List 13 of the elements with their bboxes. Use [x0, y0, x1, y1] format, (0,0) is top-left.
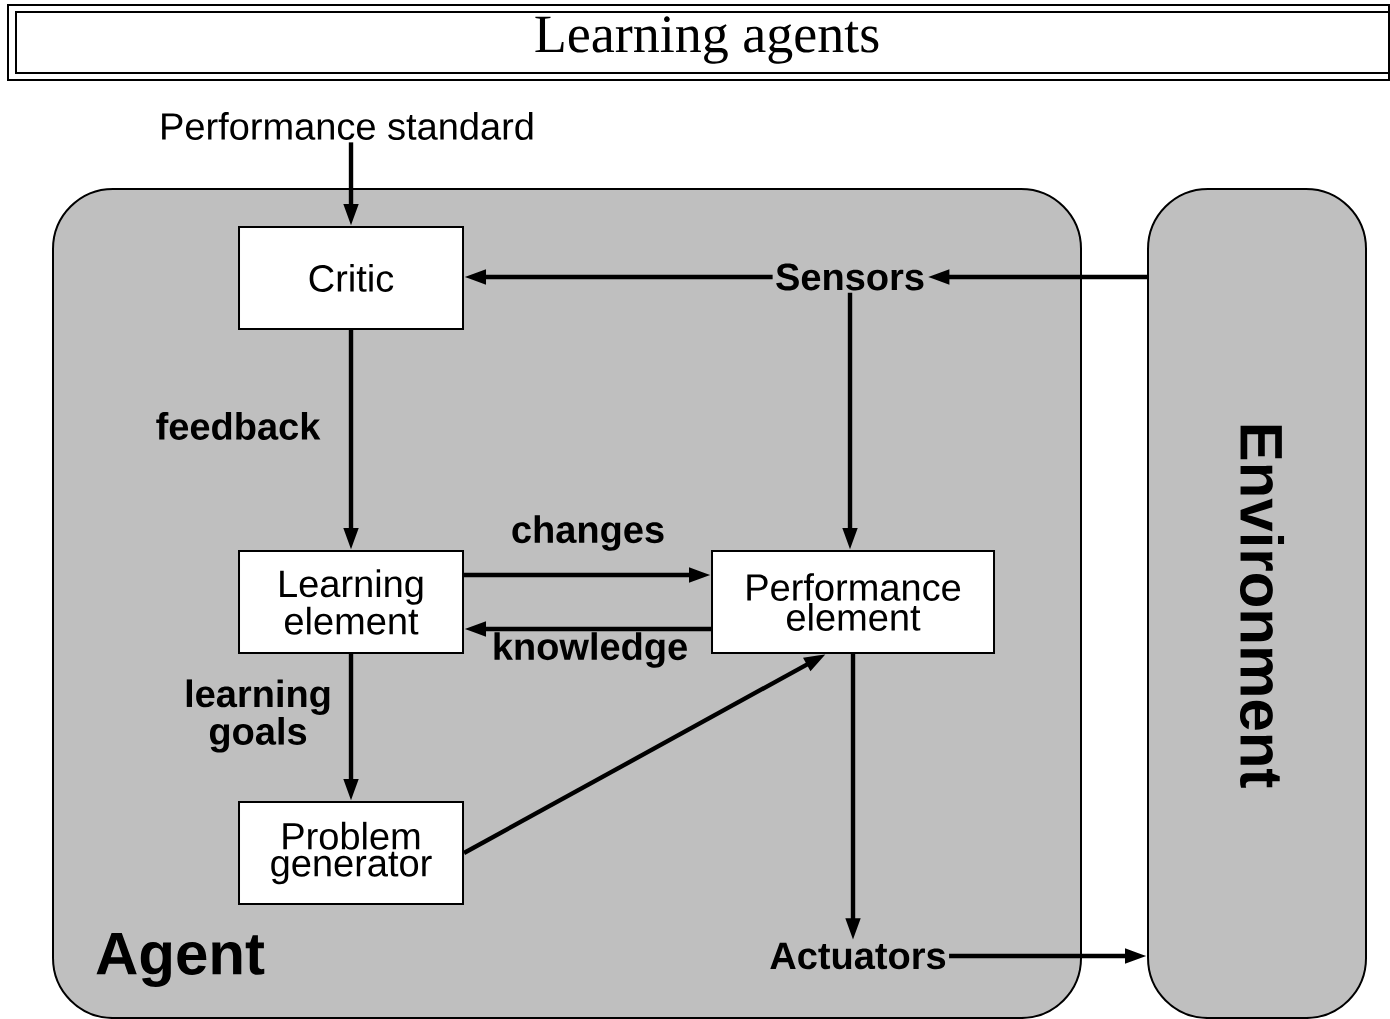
- edge-label: feedback: [156, 412, 321, 440]
- text-label: Performance standard: [162, 112, 533, 140]
- process-box: Performance element: [711, 550, 995, 654]
- process-box: Problem generator: [238, 801, 464, 905]
- process-box: Critic: [238, 226, 464, 330]
- text-label: Sensors: [776, 263, 924, 291]
- title-box: Learning agents: [7, 4, 1390, 81]
- edge-label: changes: [512, 515, 664, 551]
- edge-label: knowledge: [494, 632, 687, 668]
- edge-label: learning goals: [186, 679, 330, 753]
- process-box: Learning element: [238, 550, 464, 654]
- text-label: Actuators: [770, 942, 946, 970]
- rounded-panel: Environment: [1147, 188, 1367, 1019]
